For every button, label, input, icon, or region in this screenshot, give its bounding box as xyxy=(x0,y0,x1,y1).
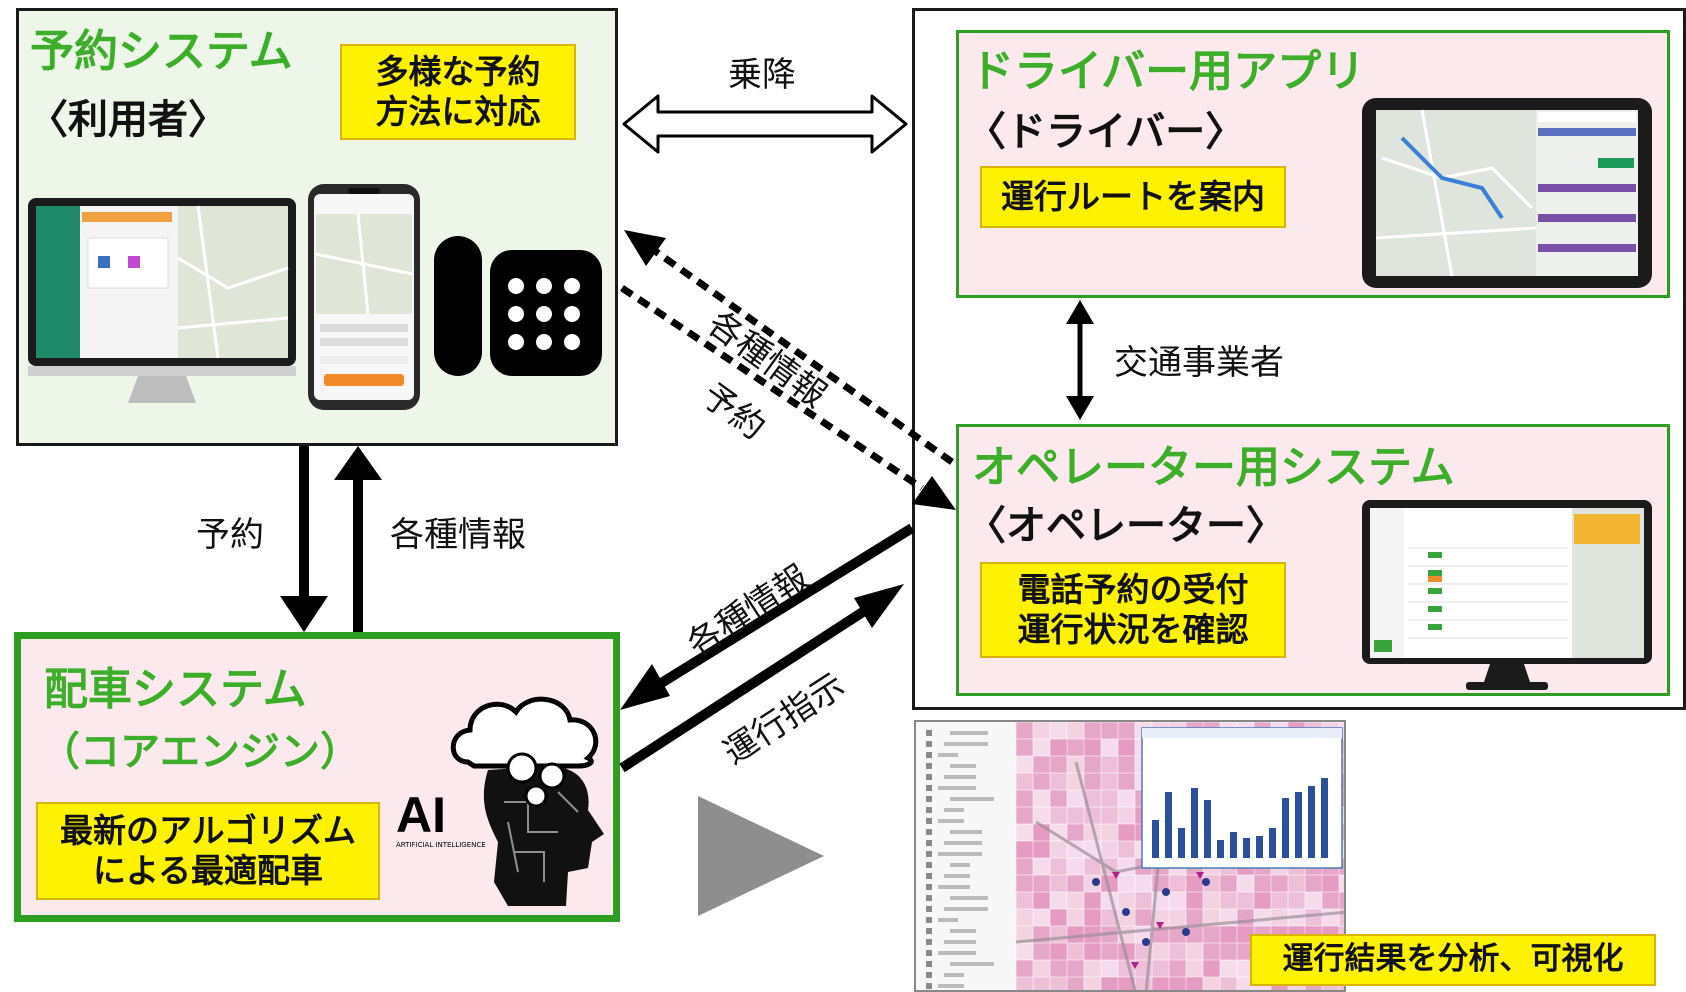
ai-logo-subtext: ARTIFICIAL INTELLIGENCE xyxy=(396,841,486,849)
analysis-bar xyxy=(1230,832,1237,858)
dispatch-command-label: 運行指示 xyxy=(716,665,853,774)
ai-head-icon xyxy=(448,692,608,912)
analysis-bar xyxy=(1282,798,1289,858)
analysis-bar xyxy=(1256,836,1263,858)
analysis-bar xyxy=(1321,778,1328,858)
driver-app-note: 運行ルートを案内 xyxy=(980,166,1286,228)
driver-app-subtitle: 〈ドライバー〉 xyxy=(966,109,1246,155)
reserve-diagonal-label: 予約 xyxy=(694,375,773,448)
reservation-note: 多様な予約 方法に対応 xyxy=(340,44,576,140)
analysis-bar xyxy=(1308,786,1315,858)
operator-system-title: オペレーター用システム xyxy=(972,442,1455,493)
boarding-double-arrow xyxy=(622,94,908,154)
analysis-bar xyxy=(1191,788,1198,858)
analysis-bar xyxy=(1269,828,1276,858)
operator-system-subtitle: 〈オペレーター〉 xyxy=(966,503,1286,549)
operator-monitor-image xyxy=(1362,500,1652,692)
telephone-icon xyxy=(434,236,604,376)
dispatch-system-title: 配車システム xyxy=(44,664,307,715)
reservation-system-subtitle: 〈利用者〉 xyxy=(28,97,228,143)
reservation-system-title: 予約システム xyxy=(30,26,293,77)
operator-system-note: 電話予約の受付 運行状況を確認 xyxy=(980,562,1286,658)
desktop-monitor-image xyxy=(28,198,296,410)
dispatch-note: 最新のアルゴリズム による最適配車 xyxy=(36,802,380,900)
info-up-label: 各種情報 xyxy=(390,515,526,555)
smartphone-image xyxy=(308,184,420,410)
proceed-triangle-icon xyxy=(696,796,828,916)
tablet-image xyxy=(1362,98,1652,288)
analysis-note: 運行結果を分析、可視化 xyxy=(1250,934,1656,986)
analysis-bar xyxy=(1217,840,1224,858)
dispatch-system-subtitle: （コアエンジン） xyxy=(40,729,360,775)
reserve-down-label: 予約 xyxy=(196,515,264,555)
info-lower-label: 各種情報 xyxy=(680,557,817,666)
carrier-label: 交通事業者 xyxy=(1114,343,1284,383)
analysis-bar xyxy=(1295,792,1302,858)
analysis-bar xyxy=(1243,838,1250,858)
analysis-bar xyxy=(1204,800,1211,858)
boarding-label: 乗降 xyxy=(728,55,796,95)
analysis-bar xyxy=(1178,828,1185,858)
driver-app-title: ドライバー用アプリ xyxy=(970,46,1366,97)
ai-logo: AI xyxy=(396,787,446,843)
analysis-bar xyxy=(1152,820,1159,858)
analysis-bar xyxy=(1165,792,1172,858)
